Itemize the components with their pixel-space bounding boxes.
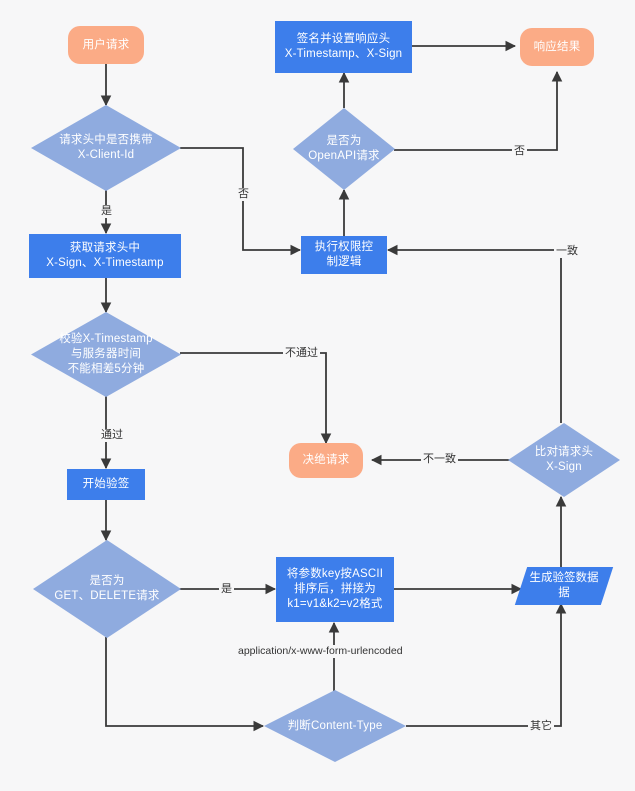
- edge-get-delete-to-content-type: [105, 637, 265, 732]
- node-response-result-label: 响应结果: [533, 40, 581, 53]
- node-sign-response-label: 签名并设置响应头 X-Timestamp、X-Sign: [284, 33, 403, 60]
- edge-sign-match: [386, 244, 562, 423]
- node-response-result[interactable]: 响应结果: [520, 28, 594, 66]
- edge-label-sign-mismatch: 不一致: [421, 453, 458, 466]
- edge-label-sign-match: 一致: [554, 245, 580, 258]
- node-has-client-id[interactable]: 请求头中是否携带 X-Client-Id: [31, 105, 181, 191]
- edge-label-timestamp-fail: 不通过: [283, 347, 320, 360]
- node-start-verify-sign-label: 开始验签: [82, 478, 130, 490]
- edge-label-content-type-other: 其它: [528, 720, 554, 733]
- node-sort-params-label: 将参数key按ASCII 排序后，拼接为 k1=v1&k2=v2格式: [286, 568, 384, 610]
- node-is-get-delete[interactable]: 是否为 GET、DELETE请求: [33, 540, 181, 638]
- node-sort-params[interactable]: 将参数key按ASCII 排序后，拼接为 k1=v1&k2=v2格式: [276, 557, 394, 622]
- node-user-request-label: 用户请求: [82, 38, 130, 51]
- node-get-headers-label: 获取请求头中 X-Sign、X-Timestamp: [46, 242, 164, 269]
- node-is-openapi[interactable]: 是否为 OpenAPI请求: [293, 108, 395, 190]
- node-verify-timestamp-label: 校验X-Timestamp 与服务器时间 不能相差5分钟: [59, 333, 153, 375]
- node-auth-control-label: 执行权限控 制逻辑: [314, 241, 374, 268]
- edge-label-yes-get-delete: 是: [219, 583, 234, 596]
- node-is-openapi-label: 是否为 OpenAPI请求: [308, 135, 380, 162]
- node-has-client-id-label: 请求头中是否携带 X-Client-Id: [59, 134, 153, 161]
- node-is-get-delete-label: 是否为 GET、DELETE请求: [54, 575, 160, 602]
- edge-label-no-client-id: 否: [236, 188, 251, 201]
- node-reject-request-label: 决绝请求: [302, 454, 350, 466]
- node-auth-control[interactable]: 执行权限控 制逻辑: [301, 236, 387, 274]
- edge-content-type-other: [406, 602, 567, 727]
- node-user-request[interactable]: 用户请求: [68, 26, 144, 64]
- edge-label-content-type-form: application/x-www-form-urlencoded: [236, 645, 405, 658]
- edge-openapi-no: [394, 70, 563, 151]
- node-reject-request[interactable]: 决绝请求: [289, 443, 363, 478]
- node-start-verify-sign[interactable]: 开始验签: [67, 469, 145, 500]
- edge-timestamp-fail: [180, 352, 332, 445]
- node-gen-sign-data-label: 生成验签数据 据: [529, 572, 599, 599]
- node-judge-content-type[interactable]: 判断Content-Type: [264, 690, 406, 762]
- node-compare-sign[interactable]: 比对请求头 X-Sign: [508, 423, 620, 497]
- node-verify-timestamp[interactable]: 校验X-Timestamp 与服务器时间 不能相差5分钟: [31, 312, 181, 397]
- node-judge-content-type-label: 判断Content-Type: [287, 719, 383, 732]
- edge-label-timestamp-pass: 通过: [99, 429, 125, 442]
- node-compare-sign-label: 比对请求头 X-Sign: [534, 446, 594, 473]
- edge-label-yes-client-id: 是: [99, 205, 114, 218]
- node-gen-sign-data[interactable]: 生成验签数据 据: [514, 567, 614, 605]
- node-sign-response[interactable]: 签名并设置响应头 X-Timestamp、X-Sign: [275, 21, 412, 73]
- node-get-headers[interactable]: 获取请求头中 X-Sign、X-Timestamp: [29, 234, 181, 278]
- edge-label-not-openapi: 否: [512, 145, 527, 158]
